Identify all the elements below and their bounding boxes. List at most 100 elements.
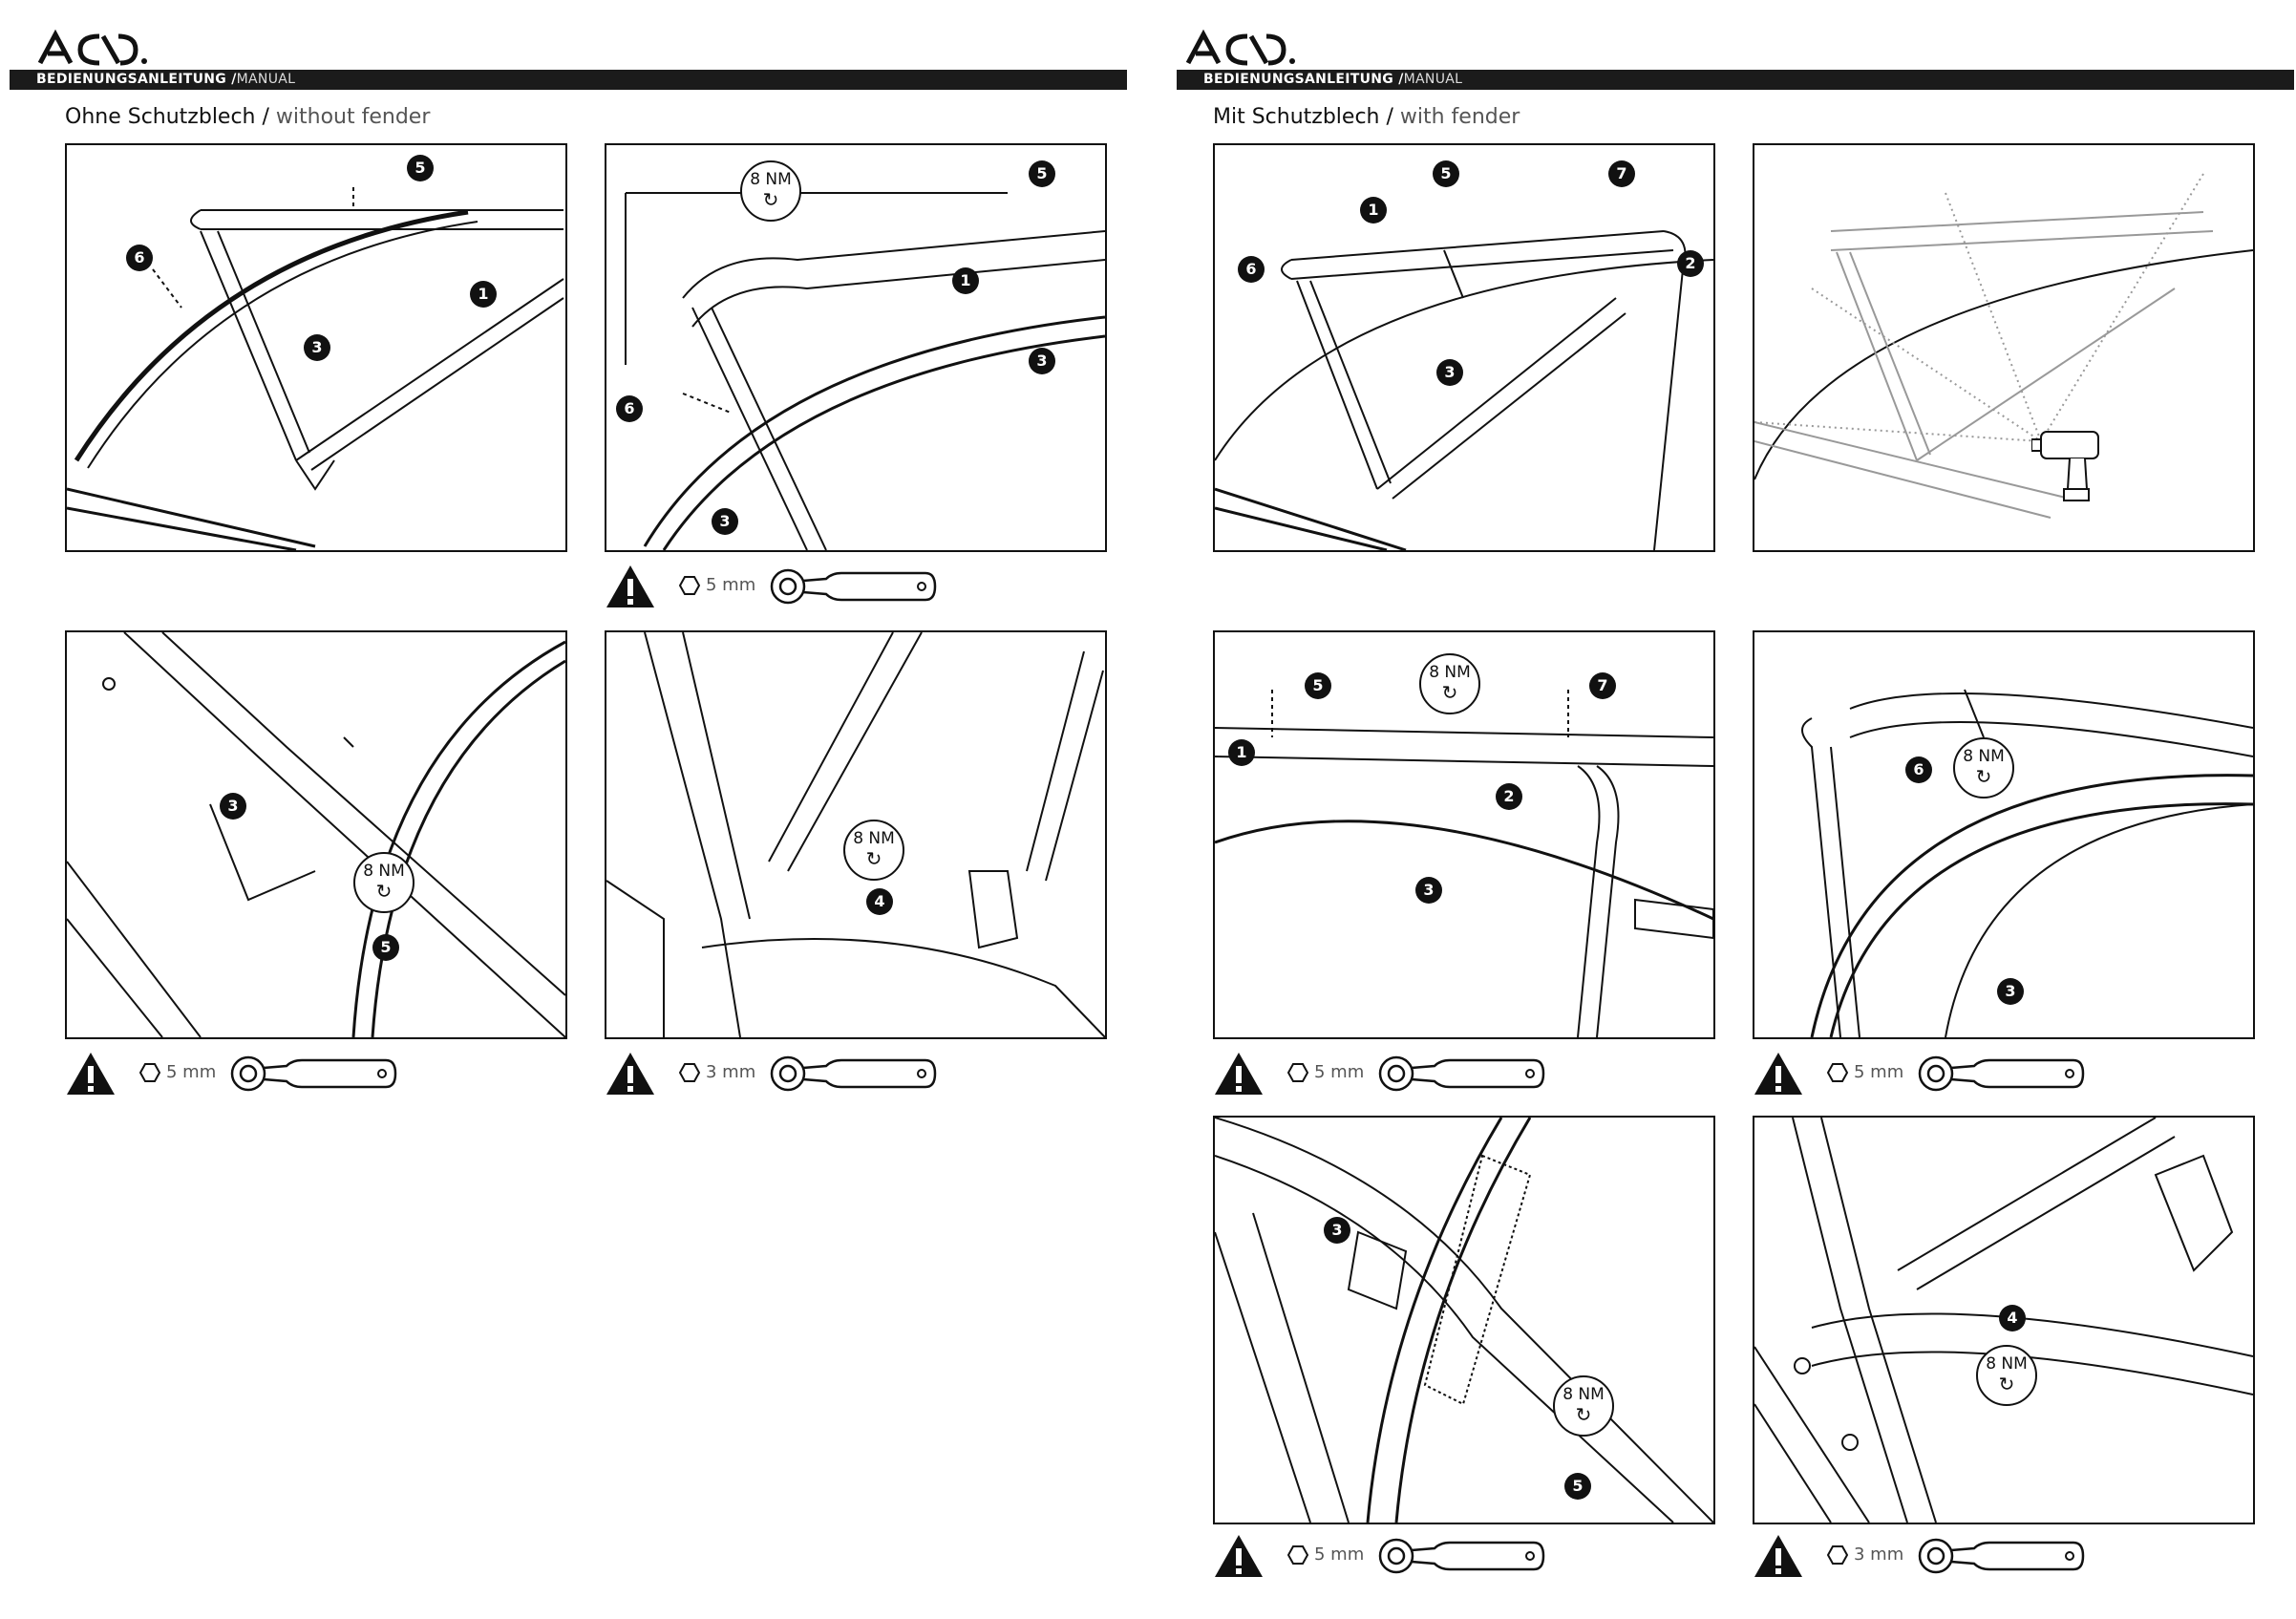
section-title-en: without fender xyxy=(276,105,430,129)
section-title: Ohne Schutzblech / without fender xyxy=(65,105,430,129)
torque-value: 8 NM xyxy=(1429,663,1471,682)
callout-badge: 5 xyxy=(1305,672,1331,699)
rack-illustration xyxy=(1215,1118,1713,1523)
callout-badge: 6 xyxy=(1238,256,1265,283)
torque-badge: 8 NM ↻ xyxy=(353,852,415,913)
header-label-strong: BEDIENUNGSANLEITUNG / xyxy=(36,72,237,87)
tool-size: 5 mm xyxy=(1854,1062,1903,1082)
rack-illustration xyxy=(1754,145,2253,550)
hex-key-icon xyxy=(1827,1062,1848,1083)
header-bar: BEDIENUNGSANLEITUNG /MANUAL xyxy=(1177,70,2294,90)
callout-badge: 3 xyxy=(1415,877,1442,904)
torque-badge: 8 NM ↻ xyxy=(1419,653,1480,714)
callout-badge: 6 xyxy=(616,395,643,422)
callout-badge: 2 xyxy=(1677,250,1704,277)
callout-badge: 5 xyxy=(407,155,434,181)
callout-badge: 1 xyxy=(1228,739,1255,766)
ratchet-wrench-icon xyxy=(1377,1054,1545,1093)
acid-logo xyxy=(36,29,151,67)
acid-logo xyxy=(1184,29,1299,67)
hex-key-icon xyxy=(1287,1544,1308,1566)
step-panel: 8 NM ↻ 3 5 xyxy=(65,630,567,1039)
callout-badge: 7 xyxy=(1608,160,1635,187)
callout-badge: 3 xyxy=(1324,1217,1350,1244)
callout-badge: 3 xyxy=(712,508,738,535)
step-panel: 8 NM ↻ 5 7 1 2 3 xyxy=(1213,630,1715,1039)
warning-triangle-icon xyxy=(605,564,656,609)
callout-badge: 6 xyxy=(126,245,153,271)
rack-illustration xyxy=(1215,145,1713,550)
tool-size: 3 mm xyxy=(706,1062,755,1082)
page-left: BEDIENUNGSANLEITUNG /MANUAL Ohne Schutzb… xyxy=(0,0,1146,1619)
tool-row: 5 mm xyxy=(65,1051,409,1098)
hex-key-icon xyxy=(1287,1062,1308,1083)
tool-size: 5 mm xyxy=(1314,1062,1364,1082)
callout-badge: 5 xyxy=(1029,160,1055,187)
step-panel: 5 6 1 3 xyxy=(65,143,567,552)
torque-badge: 8 NM ↻ xyxy=(843,820,904,881)
ratchet-wrench-icon xyxy=(1917,1537,2085,1575)
callout-badge: 5 xyxy=(1433,160,1459,187)
tool-row: 5 mm xyxy=(605,564,948,611)
warning-triangle-icon xyxy=(65,1051,117,1097)
torque-badge: 8 NM ↻ xyxy=(1953,737,2014,799)
header-bar: BEDIENUNGSANLEITUNG /MANUAL xyxy=(10,70,1127,90)
callout-badge: 7 xyxy=(1589,672,1616,699)
ratchet-wrench-icon xyxy=(769,567,937,606)
drill-icon xyxy=(2031,422,2117,508)
hex-key-icon xyxy=(679,1062,700,1083)
callout-badge: 2 xyxy=(1496,783,1522,810)
warning-triangle-icon xyxy=(1213,1533,1265,1579)
tool-size: 5 mm xyxy=(706,575,755,595)
warning-triangle-icon xyxy=(1213,1051,1265,1097)
callout-badge: 1 xyxy=(952,267,979,294)
warning-triangle-icon xyxy=(1753,1533,1804,1579)
section-title-en: with fender xyxy=(1400,105,1520,129)
warning-triangle-icon xyxy=(1753,1051,1804,1097)
ratchet-wrench-icon xyxy=(1917,1054,2085,1093)
callout-badge: 4 xyxy=(1999,1305,2026,1331)
rack-illustration xyxy=(1754,632,2253,1037)
torque-rotation-icon: ↻ xyxy=(355,881,413,902)
torque-value: 8 NM xyxy=(363,862,405,881)
callout-badge: 1 xyxy=(1360,197,1387,224)
tool-size: 5 mm xyxy=(1314,1544,1364,1565)
step-panel xyxy=(1753,143,2255,552)
ratchet-wrench-icon xyxy=(229,1054,397,1093)
callout-badge: 6 xyxy=(1905,756,1932,783)
torque-value: 8 NM xyxy=(853,829,895,848)
tool-row: 5 mm xyxy=(1213,1051,1557,1098)
step-panel: 8 NM ↻ 3 5 xyxy=(1213,1116,1715,1524)
callout-badge: 3 xyxy=(1436,359,1463,386)
section-title-de: Ohne Schutzblech / xyxy=(65,105,269,129)
torque-badge: 8 NM ↻ xyxy=(740,160,801,222)
torque-value: 8 NM xyxy=(1963,747,2005,766)
step-panel: 8 NM ↻ 4 xyxy=(605,630,1107,1039)
torque-rotation-icon: ↻ xyxy=(845,848,903,869)
callout-badge: 1 xyxy=(470,281,497,308)
tool-row: 3 mm xyxy=(605,1051,948,1098)
rack-illustration xyxy=(606,145,1105,550)
header-label-strong: BEDIENUNGSANLEITUNG / xyxy=(1203,72,1404,87)
rack-illustration xyxy=(67,632,565,1037)
ratchet-wrench-icon xyxy=(769,1054,937,1093)
torque-rotation-icon: ↻ xyxy=(1555,1404,1612,1425)
torque-value: 8 NM xyxy=(1563,1385,1605,1404)
hex-key-icon xyxy=(679,575,700,596)
callout-badge: 3 xyxy=(1997,978,2024,1005)
hex-key-icon xyxy=(139,1062,160,1083)
tool-row: 5 mm xyxy=(1213,1533,1557,1581)
callout-badge: 5 xyxy=(372,934,399,961)
hex-key-icon xyxy=(1827,1544,1848,1566)
torque-badge: 8 NM ↻ xyxy=(1553,1375,1614,1437)
tool-row: 3 mm xyxy=(1753,1533,2096,1581)
step-panel: 8 NM ↻ 5 1 6 3 3 xyxy=(605,143,1107,552)
warning-triangle-icon xyxy=(605,1051,656,1097)
ratchet-wrench-icon xyxy=(1377,1537,1545,1575)
header-label-light: MANUAL xyxy=(1404,72,1463,87)
callout-badge: 5 xyxy=(1564,1473,1591,1500)
section-title-de: Mit Schutzblech / xyxy=(1213,105,1393,129)
callout-badge: 3 xyxy=(220,793,246,820)
torque-value: 8 NM xyxy=(1986,1354,2028,1374)
tool-size: 3 mm xyxy=(1854,1544,1903,1565)
